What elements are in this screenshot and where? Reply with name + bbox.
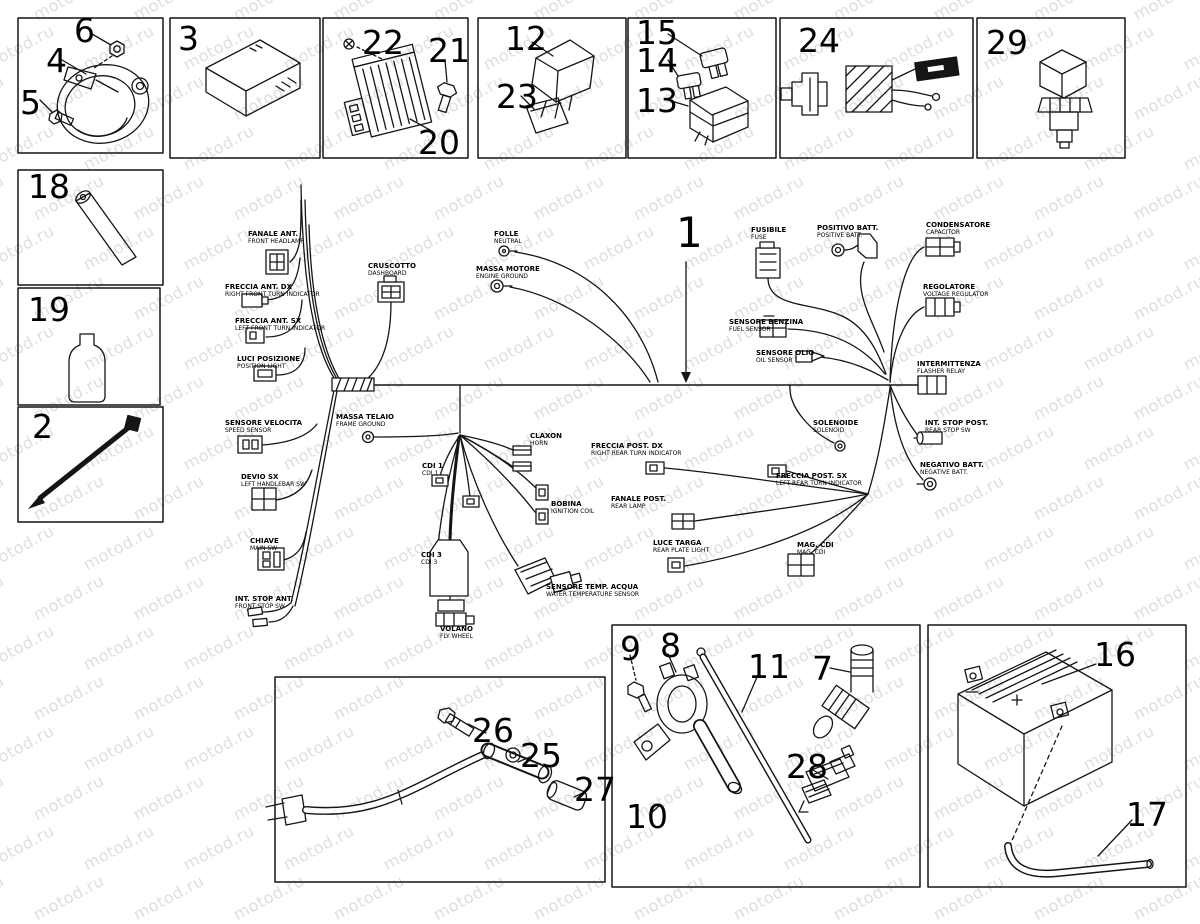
battery-drawing <box>957 649 1154 878</box>
harness-drawing <box>237 184 961 628</box>
cable-tie-drawing <box>28 414 142 509</box>
temp-switch-drawing <box>1037 49 1093 149</box>
horn-drawing <box>39 33 150 144</box>
regulator-drawing <box>343 38 458 138</box>
tube-drawing <box>75 190 137 266</box>
ignition-coil-drawing <box>627 644 874 844</box>
fuses-relay-drawing <box>667 33 749 146</box>
adapter-cable-drawing <box>780 56 960 116</box>
flasher-relay-drawing <box>520 39 595 134</box>
part-box-frames <box>17 17 1187 888</box>
bottle-drawing <box>68 333 106 403</box>
diagram-line-art <box>17 17 1187 888</box>
ecu-drawing <box>205 39 301 117</box>
speedo-cable-drawing <box>265 707 588 826</box>
